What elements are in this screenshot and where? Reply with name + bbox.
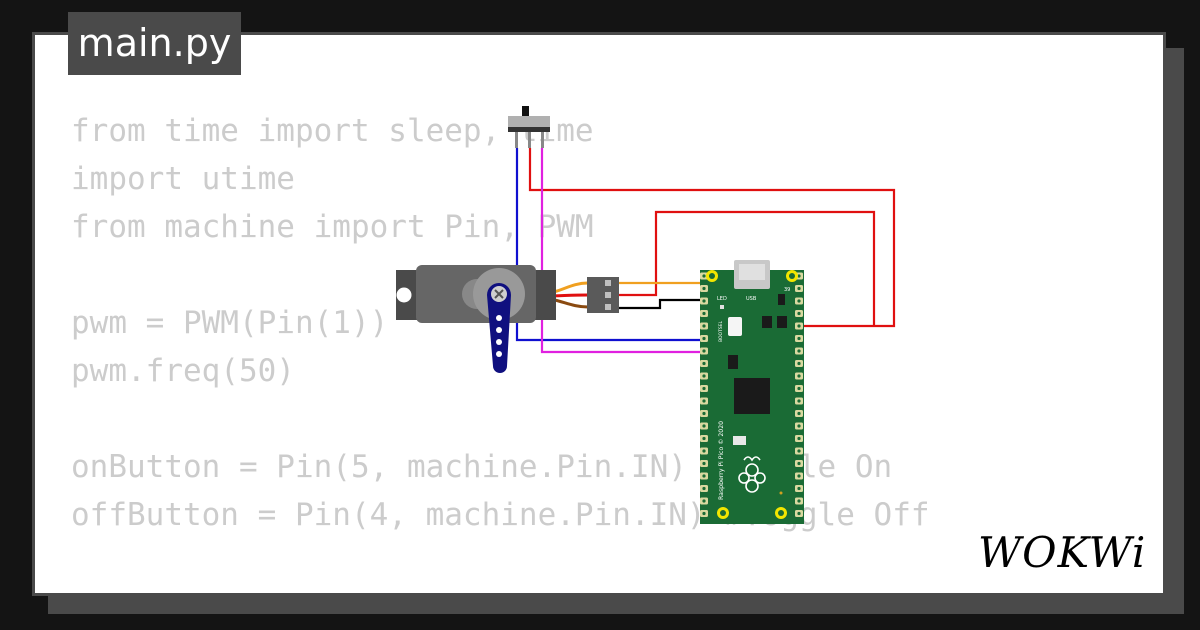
pico-pin-hole: [702, 499, 706, 503]
pico-pin-hole: [702, 299, 706, 303]
pico-pin-hole: [797, 374, 801, 378]
regulator: [777, 316, 787, 328]
pico-pin-hole: [797, 361, 801, 366]
pico-pin-hole: [702, 311, 706, 316]
switch-body-shade: [508, 127, 550, 132]
pin-number-label: 39: [784, 287, 790, 293]
pico-pin-hole: [702, 386, 706, 391]
pico-pin-hole: [702, 461, 706, 466]
pico-pin-hole: [797, 449, 801, 453]
mount-hole: [778, 510, 784, 516]
pico-pin-hole: [702, 486, 706, 491]
test-pad: [733, 436, 746, 445]
horn-hole: [496, 351, 502, 357]
switch-lever[interactable]: [522, 106, 529, 118]
pico-pin-hole: [702, 511, 706, 516]
pico-dot: [779, 491, 783, 495]
pico-pin-hole: [797, 499, 801, 503]
servo-icon[interactable]: [396, 265, 619, 373]
pico-pin-hole: [702, 474, 706, 478]
pico-pin-hole: [797, 486, 801, 491]
rp2040-chip: [734, 378, 770, 414]
pico-pin-hole: [797, 274, 801, 278]
pico-pin-hole: [702, 274, 706, 278]
pico-pin-hole: [702, 324, 706, 328]
servo-connector: [587, 277, 619, 313]
pico-pin-hole: [702, 336, 706, 341]
slide-switch-icon[interactable]: [508, 106, 550, 148]
pico-pin-rows[interactable]: [700, 272, 803, 518]
wire-red-servo: [615, 210, 876, 326]
usb-port-inner: [739, 264, 765, 280]
pico-pin-hole: [797, 424, 801, 428]
mount-hole: [789, 273, 795, 279]
pico-pin-hole: [702, 349, 706, 353]
crystal: [762, 316, 772, 328]
code-line: pwm.freq(50): [71, 353, 295, 389]
pico-pin-hole: [797, 311, 801, 316]
pico-pin-hole: [797, 286, 801, 291]
pico-pin-hole: [797, 411, 801, 416]
pico-pin-hole: [702, 399, 706, 403]
wire-magenta: [540, 148, 712, 354]
connector-pin: [605, 304, 611, 310]
pico-pin-hole: [797, 511, 801, 516]
wire-orange: [615, 281, 710, 290]
code-line: import utime: [71, 161, 295, 197]
pico-pin-hole: [797, 436, 801, 441]
horn-hole: [496, 315, 502, 321]
connector-pin: [605, 280, 611, 286]
switch-pin: [541, 132, 544, 148]
bootsel-label: BOOTSEL: [718, 320, 724, 342]
pico-pin-hole: [702, 449, 706, 453]
pico-pin-hole: [797, 336, 801, 341]
pico-pin-hole: [797, 299, 801, 303]
wire-black: [615, 298, 712, 310]
pico-pin-hole: [702, 411, 706, 416]
led-indicator: [720, 305, 724, 309]
code-line: from time import sleep, time: [71, 113, 594, 149]
file-name-tab: main.py: [68, 12, 241, 75]
servo-mount-hole: [396, 287, 412, 303]
pico-pin-hole: [797, 324, 801, 328]
pico-pin-hole: [702, 436, 706, 441]
connector-pin: [605, 292, 611, 298]
pico-pin-hole: [702, 361, 706, 366]
mount-hole: [709, 273, 715, 279]
flash-chip: [728, 355, 738, 369]
code-line: pwm = PWM(Pin(1)): [71, 305, 389, 341]
switch-pin: [528, 132, 531, 148]
switch-pin: [515, 132, 518, 148]
pico-pin-hole: [797, 386, 801, 391]
wire-red-switch: [528, 148, 896, 328]
raspberry-logo-icon: [738, 456, 766, 493]
wokwi-logo-text: WOKWi: [978, 528, 1146, 577]
pico-pin-hole: [702, 286, 706, 291]
code-line: from machine import Pin, PWM: [71, 209, 594, 245]
pico-pin-hole: [797, 349, 801, 353]
pico-pin-hole: [797, 461, 801, 466]
led-label: LED: [717, 296, 727, 302]
horn-hole: [496, 339, 502, 345]
regulator-tab: [778, 294, 785, 305]
code-line: offButton = Pin(4, machine.Pin.IN) #Togg…: [71, 497, 930, 533]
pico-pin-hole: [797, 474, 801, 478]
code-preview: from time import sleep, time import utime…: [71, 107, 930, 593]
pico-pin-hole: [702, 424, 706, 428]
board-silkscreen: Raspberry Pi Pico © 2020: [717, 421, 725, 500]
servo-screw-icon: [494, 289, 504, 299]
wokwi-logo: WOKWi: [978, 528, 1146, 577]
wire-blue: [515, 148, 712, 342]
mount-hole: [720, 510, 726, 516]
pi-pico-icon[interactable]: LED USB 39 BOOTSEL Raspberry Pi Pico © 2…: [700, 260, 804, 524]
bootsel-button[interactable]: [728, 317, 742, 336]
horn-hole: [496, 327, 502, 333]
project-card: from time import sleep, time import utime…: [32, 32, 1166, 596]
usb-label: USB: [746, 296, 757, 302]
pico-pin-hole: [797, 399, 801, 403]
pico-pin-hole: [702, 374, 706, 378]
